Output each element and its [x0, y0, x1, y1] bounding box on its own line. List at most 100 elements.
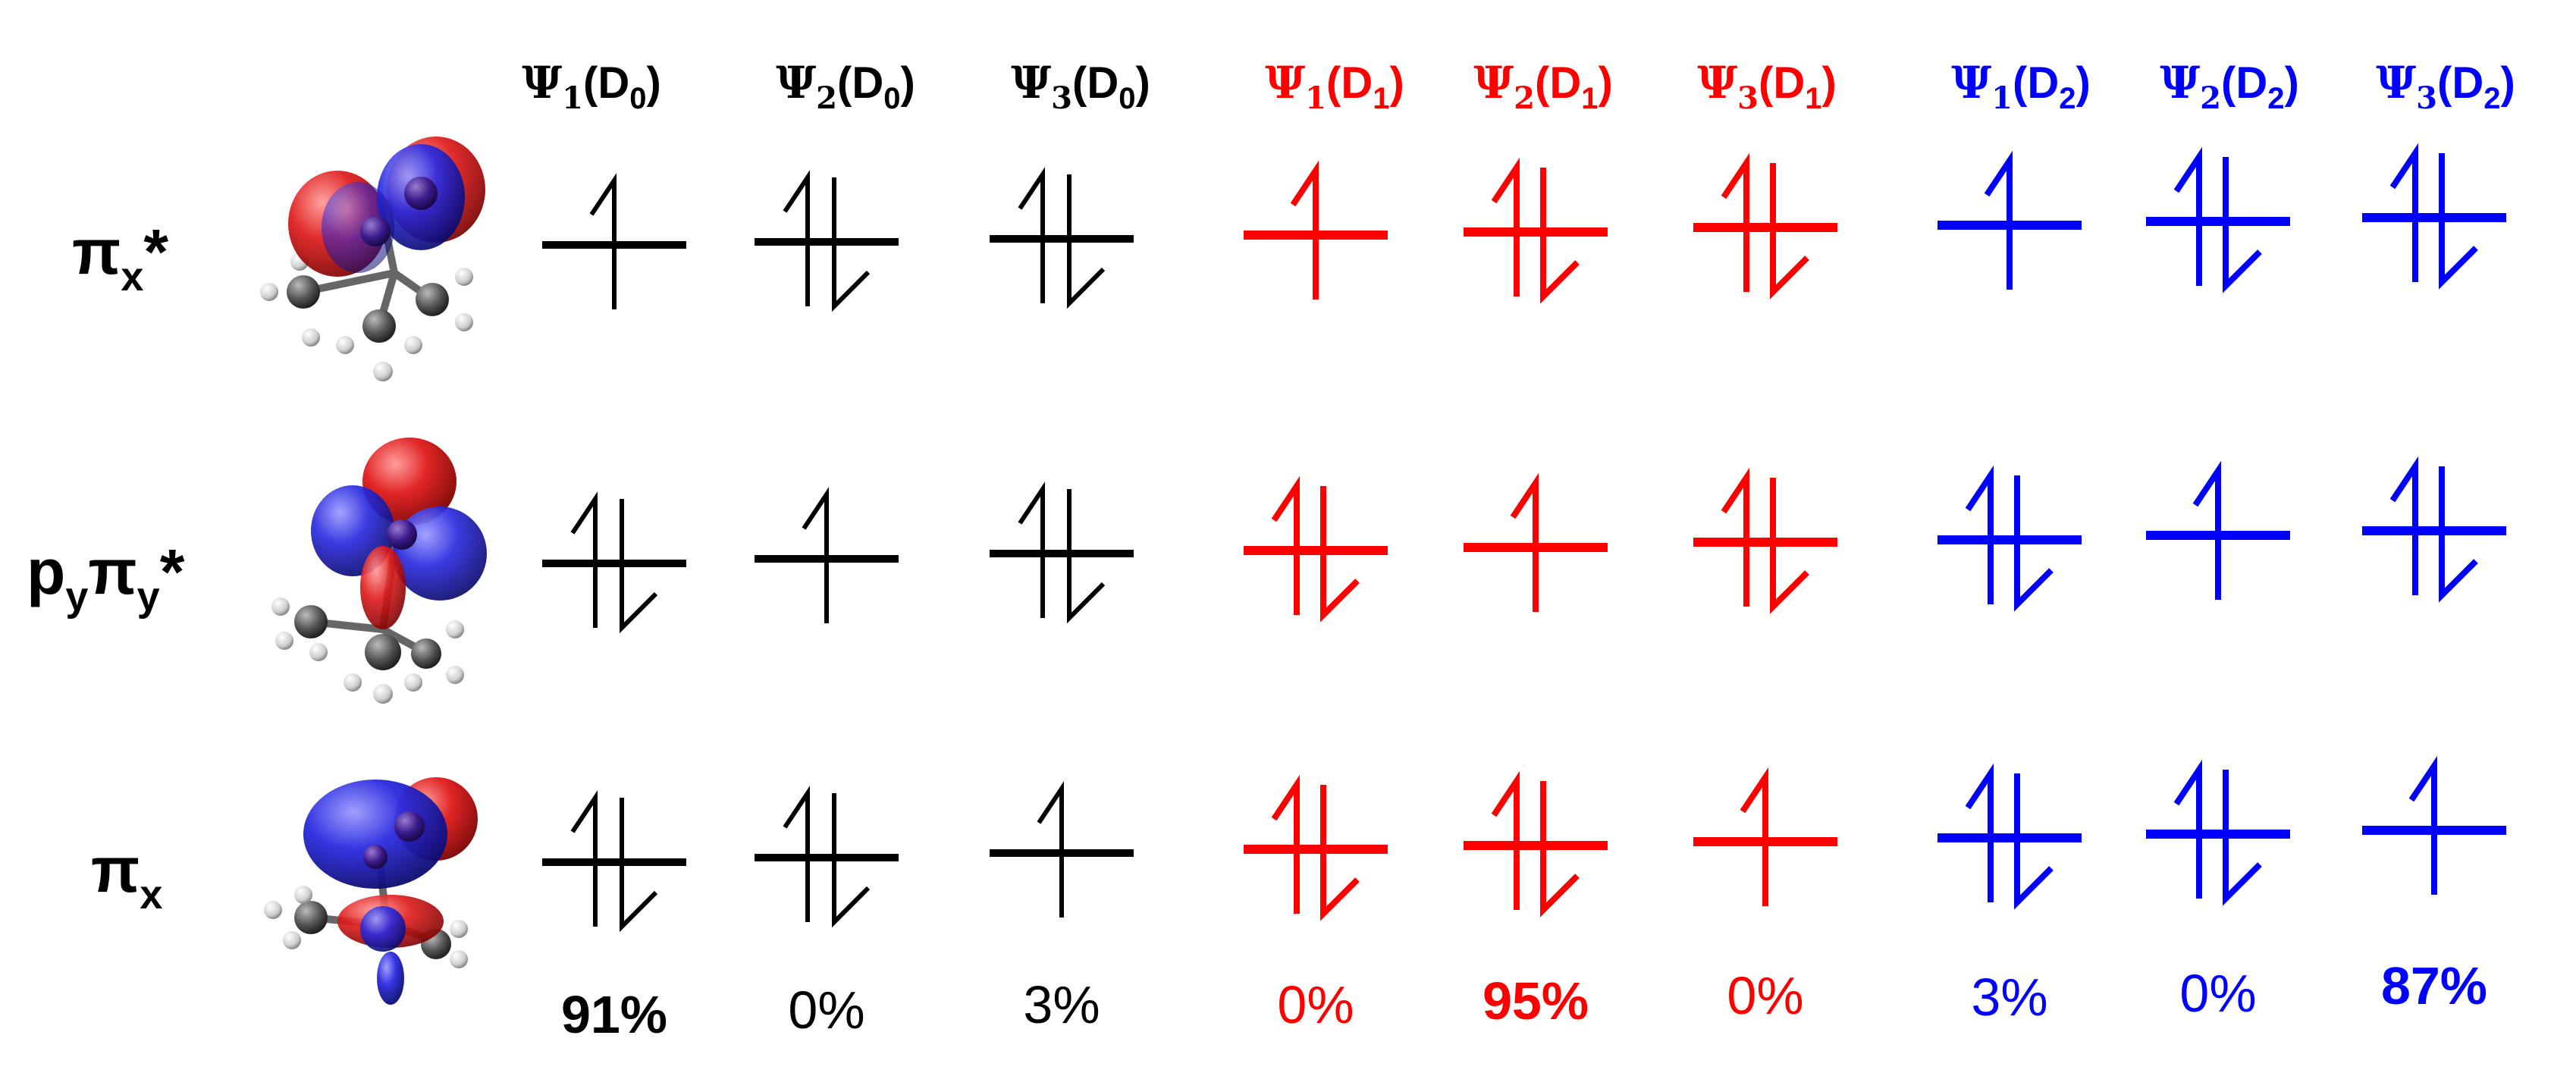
occupation-pi-x-col-1 — [542, 790, 686, 933]
occupation-pi-x-star-col-1 — [542, 173, 686, 309]
column-header-psi1-d0: Ψ1(D0) — [522, 57, 661, 116]
occupation-py-pi-y-star-col-9 — [2362, 456, 2506, 603]
spin-down-arrow — [832, 793, 871, 928]
lobe-blue — [360, 906, 406, 952]
spin-up-arrow — [2173, 759, 2202, 899]
spin-down-arrow — [2439, 153, 2478, 290]
spin-up-arrow — [1510, 472, 1539, 612]
spin-up-arrow — [589, 173, 617, 309]
orbital-picture-py-pi-y-star — [271, 438, 487, 704]
occupation-py-pi-y-star-col-4 — [1244, 475, 1388, 623]
spin-up-arrow — [2408, 755, 2437, 895]
spin-down-arrow — [620, 798, 658, 933]
weight-psi2-d2: 0% — [2179, 964, 2257, 1023]
occupation-pi-x-col-3 — [990, 781, 1134, 918]
column-header-psi3-d2: Ψ3(D2) — [2376, 57, 2515, 116]
row-label-py-pi-y-star: pyπy* — [27, 536, 185, 620]
spin-up-arrow — [1721, 152, 1749, 292]
column-header-psi3-d1: Ψ3(D1) — [1697, 57, 1837, 116]
row-label-pi-x-star: πx* — [72, 216, 169, 300]
occupation-pi-x-star-col-2 — [755, 170, 899, 312]
spin-up-arrow — [1290, 160, 1319, 300]
spin-up-arrow — [2389, 143, 2418, 282]
occupation-py-pi-y-star-col-1 — [542, 491, 686, 634]
occupation-py-pi-y-star-col-7 — [1937, 465, 2082, 612]
orbital-picture-pi-x — [264, 777, 478, 1005]
spin-up-arrow — [1721, 467, 1749, 607]
occupation-pi-x-star-col-3 — [990, 167, 1134, 309]
occupation-py-pi-y-star-col-6 — [1693, 467, 1837, 614]
occupation-pi-x-star-col-5 — [1464, 157, 1608, 304]
spin-up-arrow — [1984, 150, 2013, 290]
spin-up-arrow — [1271, 774, 1300, 914]
spin-up-arrow — [1740, 767, 1768, 906]
spin-up-arrow — [1491, 157, 1520, 296]
spin-up-arrow — [1965, 465, 1994, 604]
spin-down-arrow — [2014, 475, 2054, 612]
spin-down-arrow — [2223, 157, 2262, 293]
occupation-pi-x-star-col-8 — [2146, 146, 2290, 293]
spin-up-arrow — [783, 786, 810, 922]
occupation-pi-x-star-col-7 — [1937, 150, 2082, 290]
spin-down-arrow — [832, 177, 871, 312]
spin-up-arrow — [2173, 146, 2202, 286]
weight-psi3-d0: 3% — [1023, 975, 1100, 1034]
row-label-pi-x: πx — [91, 834, 163, 918]
occupation-pi-x-col-9 — [2362, 755, 2506, 895]
occupation-pi-x-col-4 — [1244, 774, 1388, 921]
spin-down-arrow — [2439, 466, 2478, 603]
spin-up-arrow — [1491, 770, 1520, 910]
lobe-blue — [377, 952, 404, 1005]
orbital-picture-pi-x-star — [260, 136, 485, 381]
spin-down-arrow — [1540, 781, 1580, 918]
weight-psi2-d0: 0% — [788, 980, 865, 1040]
spin-down-arrow — [620, 499, 658, 634]
spin-up-arrow — [570, 790, 598, 927]
spin-up-arrow — [783, 170, 810, 306]
spin-up-arrow — [570, 491, 598, 628]
occupation-pi-x-star-col-9 — [2362, 143, 2506, 290]
column-header-psi3-d0: Ψ3(D0) — [1011, 57, 1150, 116]
spin-down-arrow — [1320, 785, 1360, 921]
lobe-red — [360, 546, 406, 629]
spin-up-arrow — [1965, 763, 1994, 902]
occupation-pi-x-col-2 — [755, 786, 899, 928]
spin-up-arrow — [2389, 456, 2418, 595]
spin-up-arrow — [802, 487, 829, 623]
weight-psi2-d1: 95% — [1482, 971, 1589, 1031]
lobe-blue — [303, 780, 447, 889]
weight-psi1-d0: 91% — [560, 985, 668, 1044]
spin-up-arrow — [1271, 475, 1300, 615]
column-header-psi1-d1: Ψ1(D1) — [1265, 57, 1404, 116]
spin-down-arrow — [1067, 489, 1106, 624]
lobe-blue — [322, 182, 394, 273]
spin-up-arrow — [1018, 167, 1045, 303]
column-header-psi2-d0: Ψ2(D0) — [776, 57, 915, 116]
column-header-psi1-d2: Ψ1(D2) — [1951, 57, 2091, 116]
weight-psi3-d2: 87% — [2380, 956, 2488, 1015]
column-header-psi2-d1: Ψ2(D1) — [1473, 57, 1613, 116]
occupation-py-pi-y-star-col-5 — [1464, 472, 1608, 612]
spin-down-arrow — [1540, 168, 1580, 304]
spin-down-arrow — [2223, 770, 2262, 906]
occupation-diagrams — [542, 143, 2506, 933]
spin-down-arrow — [1770, 163, 1809, 300]
spin-down-arrow — [1770, 478, 1809, 614]
occupation-pi-x-star-col-4 — [1244, 160, 1388, 300]
occupation-py-pi-y-star-col-8 — [2146, 460, 2290, 600]
occupation-pi-x-col-5 — [1464, 770, 1608, 918]
column-header-psi2-d2: Ψ2(D2) — [2160, 57, 2299, 116]
spin-down-arrow — [1067, 174, 1106, 309]
spin-down-arrow — [2014, 773, 2054, 910]
spin-up-arrow — [1037, 781, 1064, 918]
weight-psi1-d2: 3% — [1971, 968, 2048, 1027]
occupation-py-pi-y-star-col-2 — [755, 487, 899, 623]
occupation-pi-x-col-8 — [2146, 759, 2290, 906]
occupation-pi-x-col-6 — [1693, 767, 1837, 906]
spin-up-arrow — [1018, 482, 1045, 618]
occupation-py-pi-y-star-col-3 — [990, 482, 1134, 624]
occupation-pi-x-col-7 — [1937, 763, 2082, 910]
weight-psi3-d1: 0% — [1727, 966, 1804, 1025]
